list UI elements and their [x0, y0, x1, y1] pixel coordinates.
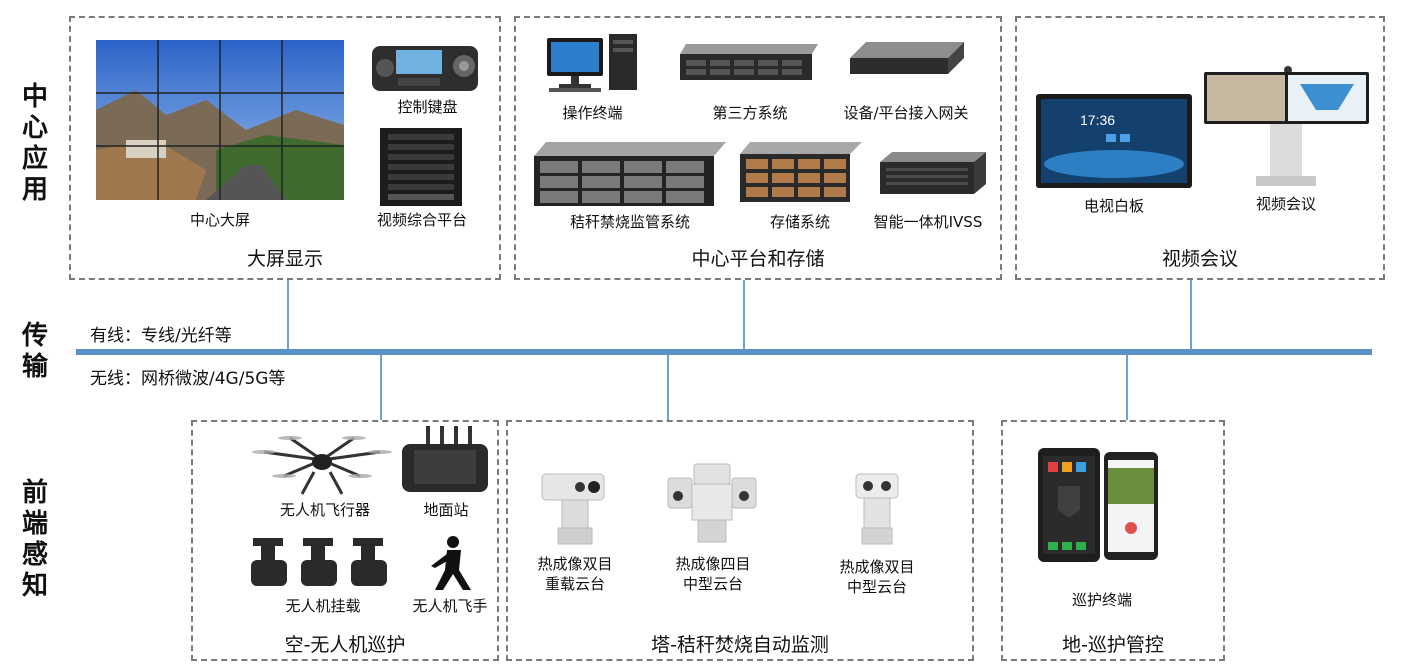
intelligent-ivss-icon	[880, 152, 986, 194]
connector-tower	[667, 355, 669, 420]
group-title-display: 大屏显示	[246, 248, 323, 270]
video-platform-icon	[380, 128, 462, 206]
label-drone-pilot: 无人机飞手	[412, 597, 488, 615]
video-wall-image	[96, 40, 344, 200]
label-drone-payload: 无人机挂载	[285, 597, 361, 615]
label-video-conference: 视频会议	[1255, 195, 1316, 213]
group-tower	[506, 420, 974, 661]
label-center-screen: 中心大屏	[189, 211, 250, 229]
label-storage-system: 存储系统	[769, 213, 830, 231]
drone-aircraft-icon	[252, 436, 392, 495]
group-title-platform: 中心平台和存储	[691, 248, 825, 270]
tv-whiteboard-icon	[1036, 94, 1192, 188]
label-operator-terminal: 操作终端	[562, 104, 623, 122]
label-thermal-dual-2: 热成像双目	[839, 558, 915, 576]
label-ground-station: 地面站	[423, 501, 469, 519]
label-medium-ptz-2: 中型云台	[846, 578, 907, 596]
patrol-terminal-icon	[1038, 448, 1158, 562]
label-patrol-terminal: 巡护终端	[1071, 591, 1132, 609]
connector-conference	[1190, 280, 1192, 350]
group-conference	[1015, 16, 1385, 280]
connector-platform	[743, 280, 745, 350]
label-control-keyboard: 控制键盘	[397, 98, 458, 116]
group-title-ground: 地-巡护管控	[1062, 634, 1164, 656]
group-title-conference: 视频会议	[1161, 248, 1238, 270]
wired-transmission-label: 有线：专线/光纤等	[90, 326, 232, 346]
storage-system-icon	[740, 142, 862, 202]
side-label-center-application: 中心应用	[21, 82, 48, 205]
third-party-system-icon	[680, 44, 818, 80]
ground-station-icon	[402, 426, 488, 492]
wireless-transmission-label: 无线：网桥微波/4G/5G等	[90, 369, 286, 389]
side-label-transmission: 传输	[21, 321, 48, 382]
label-video-platform: 视频综合平台	[376, 211, 467, 229]
thermal-dual-heavy-ptz-icon	[541, 473, 605, 545]
label-access-gateway: 设备/平台接入网关	[843, 104, 969, 122]
operator-terminal-icon	[547, 34, 637, 92]
label-heavy-ptz: 重载云台	[544, 575, 605, 593]
label-straw-burning-system: 秸秆禁烧监管系统	[569, 213, 690, 231]
thermal-dual-medium-ptz-icon	[855, 473, 899, 545]
side-label-frontend-sensing: 前端感知	[21, 478, 48, 601]
control-keyboard-icon	[372, 46, 478, 91]
label-intelligent-ivss: 智能一体机IVSS	[873, 213, 983, 231]
label-thermal-quad: 热成像四目	[675, 555, 751, 573]
group-platform	[514, 16, 1002, 280]
group-title-drone: 空-无人机巡护	[284, 634, 406, 656]
group-title-tower: 塔-秸秆焚烧自动监测	[651, 634, 829, 656]
label-tv-whiteboard: 电视白板	[1083, 197, 1144, 215]
group-drone	[191, 420, 499, 661]
drone-payload-icon	[251, 538, 387, 586]
thermal-quad-medium-ptz-icon	[667, 463, 757, 543]
label-thermal-dual-1: 热成像双目	[537, 555, 613, 573]
connector-drone	[380, 355, 382, 420]
straw-burning-system-icon	[534, 142, 726, 206]
tv-screen-time: 17:36	[1080, 112, 1116, 128]
video-conference-icon	[1204, 66, 1369, 186]
label-third-party-system: 第三方系统	[712, 104, 788, 122]
group-display	[69, 16, 501, 280]
connector-ground	[1126, 355, 1128, 420]
drone-pilot-icon	[431, 536, 471, 590]
transmission-bus	[76, 349, 1372, 355]
label-drone-aircraft: 无人机飞行器	[279, 501, 370, 519]
group-ground	[1001, 420, 1225, 661]
label-medium-ptz-1: 中型云台	[682, 575, 743, 593]
connector-display	[287, 280, 289, 350]
access-gateway-icon	[850, 42, 964, 74]
